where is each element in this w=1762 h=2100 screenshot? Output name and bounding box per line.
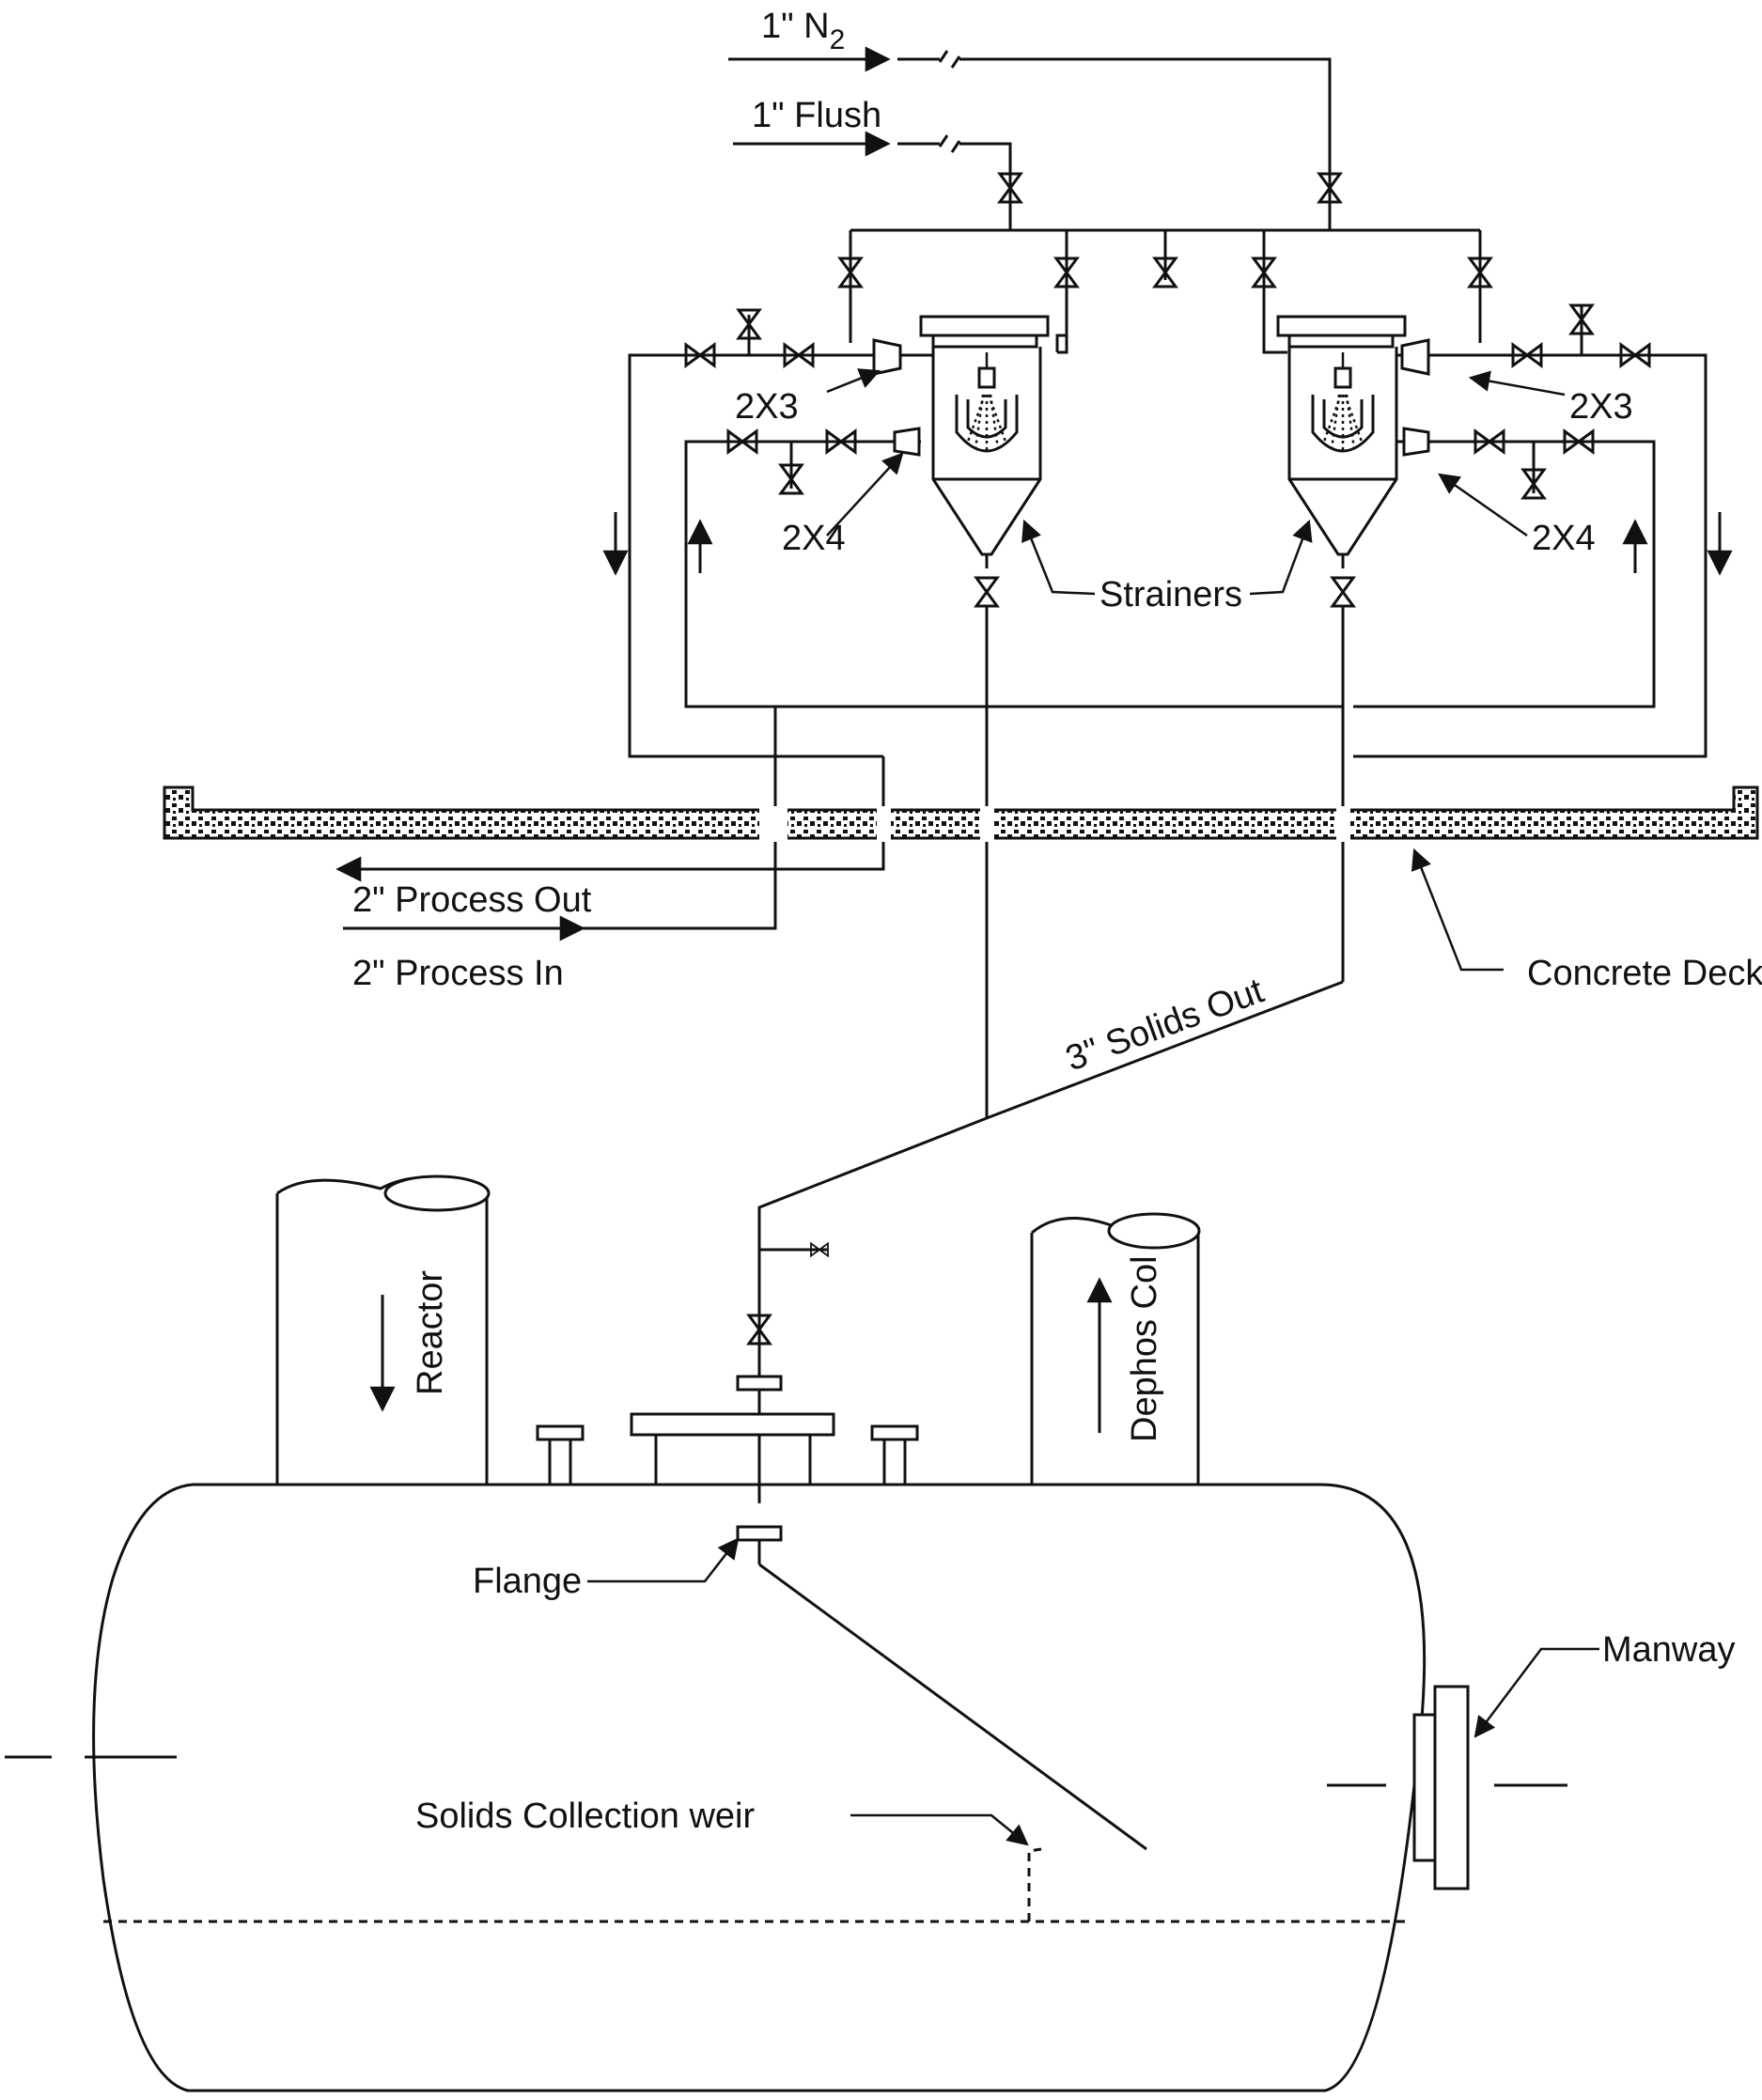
reactor-column [277,1176,489,1485]
left-inlet-loop [686,442,1344,707]
nitrogen-supply-line [728,51,1330,230]
right-strainer [1278,317,1405,568]
manway-label: Manway [1602,1630,1736,1670]
flange-label: Flange [473,1562,582,1601]
flush-supply-line [733,135,1010,230]
process-out-label: 2" Process Out [352,880,592,920]
concrete-deck [164,787,1757,842]
n2-label: 1" N2 [761,7,845,55]
solids-weir-label: Solids Collection weir [415,1797,755,1836]
reducer-label-right-bottom: 2X4 [1532,519,1596,558]
reducer-label-left-top: 2X3 [735,387,799,427]
vessel [5,1485,1567,2091]
reactor-label: Reactor [411,1270,450,1395]
flush-label: 1" Flush [752,96,881,135]
reducer-label-right-top: 2X3 [1569,387,1633,427]
right-strainer-drain-valve [1333,578,1353,606]
process-in-label: 2" Process In [352,954,564,993]
nozzles [538,1414,917,1485]
solids-out-pipe [759,982,1343,1503]
right-inlet-loop [1353,442,1654,707]
dephos-col-label: Dephos Col [1125,1255,1164,1442]
left-strainer-drain-valve [976,578,997,606]
flange [738,1527,781,1540]
concrete-deck-label: Concrete Deck [1527,954,1762,993]
dephos-column [1032,1214,1199,1485]
reducer-label-left-bottom: 2X4 [782,519,846,558]
upper-flange [738,1377,781,1390]
solids-out-label: 3" Solids Out [1061,971,1270,1079]
manway [1414,1687,1468,1889]
strainers-label: Strainers [1099,575,1242,614]
